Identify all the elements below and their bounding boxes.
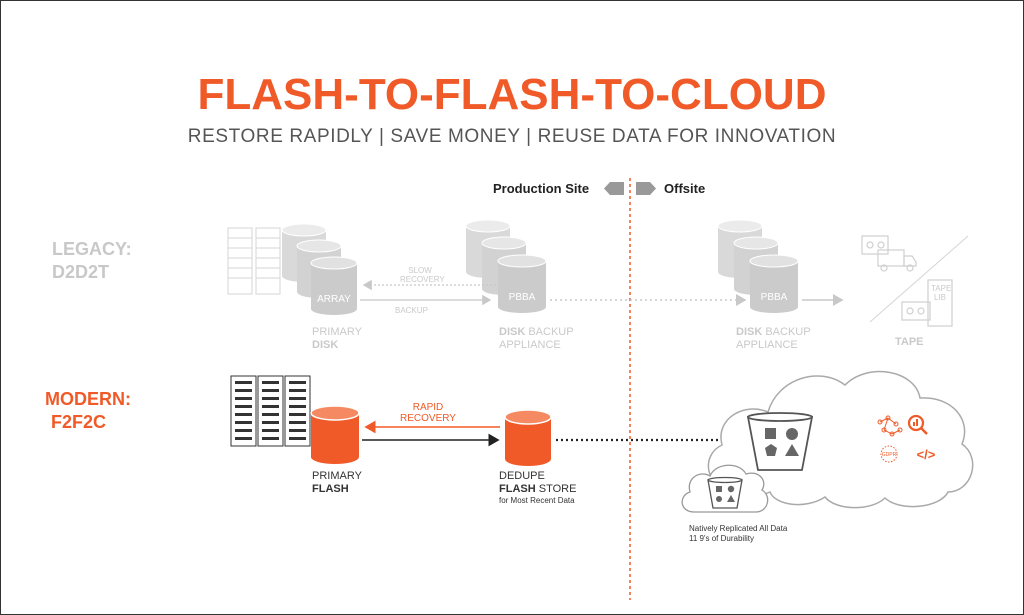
legacy-pbba-cylinders	[465, 219, 547, 313]
primary-flash-caption: PRIMARY FLASH	[312, 470, 362, 496]
legacy-label-line2: D2D2T	[52, 262, 110, 282]
offsite-pbba-label: PBBA	[761, 292, 788, 303]
modern-label-line2: F2F2C	[51, 412, 107, 432]
code-icon: </>	[917, 447, 936, 462]
offsite-dba-bold: DISK	[736, 326, 763, 338]
rack-slot	[262, 421, 279, 424]
disk-backup-appliance-caption: DISK BACKUP APPLIANCE	[499, 326, 574, 352]
dba-rest: BACKUP	[525, 326, 574, 338]
rack-slot	[235, 381, 252, 384]
rack-slot	[235, 421, 252, 424]
dedupe-line1: DEDUPE	[499, 470, 545, 482]
rack-slot	[262, 413, 279, 416]
rack-slot	[289, 389, 306, 392]
offsite-label: Offsite	[664, 181, 706, 196]
rack-slot	[262, 437, 279, 440]
rack-slot	[289, 429, 306, 432]
rack-slot	[262, 389, 279, 392]
flash-bold: FLASH	[499, 483, 536, 495]
backup-label: BACKUP	[395, 306, 428, 315]
gdpr-text: GDPR	[882, 452, 897, 458]
tape-lib-line1: TAPE	[931, 284, 952, 293]
rack-slot	[289, 413, 306, 416]
modern-label: MODERN: F2F2C	[45, 388, 131, 434]
tape-truck-icon	[861, 235, 917, 272]
primary-disk-line1: PRIMARY	[312, 326, 362, 338]
cylinder	[749, 254, 799, 313]
modern-server-racks	[230, 375, 311, 447]
rack-slot	[289, 397, 306, 400]
rack-slot	[289, 405, 306, 408]
rack-slot	[235, 405, 252, 408]
offsite-disk-backup-caption: DISK BACKUP APPLIANCE	[736, 326, 811, 352]
rack-slot	[235, 437, 252, 440]
legacy-array-cylinders	[281, 223, 358, 315]
primary-flash-cylinder	[310, 405, 360, 464]
dedupe-flash-caption: DEDUPE FLASH STORE for Most Recent Data	[499, 470, 576, 506]
primary-flash-line2: FLASH	[312, 483, 349, 495]
rack-slot	[235, 389, 252, 392]
site-divider	[604, 178, 656, 600]
slow-recovery-line1: SLOW	[408, 266, 432, 275]
array-label: ARRAY	[317, 294, 351, 305]
slow-recovery-label: SLOW RECOVERY	[400, 266, 445, 284]
replication-caption: Natively Replicated All Data 11 9's of D…	[689, 524, 787, 544]
tape-divider-line	[869, 235, 969, 323]
magnify-analytics-icon	[907, 414, 928, 435]
gdpr-icon: GDPR	[880, 445, 898, 463]
production-site-label: Production Site	[493, 181, 590, 196]
primary-disk-caption: PRIMARY DISK	[312, 326, 362, 352]
cylinder	[310, 256, 358, 315]
rack-slot	[289, 381, 306, 384]
rack-slot	[262, 397, 279, 400]
main-cloud	[707, 370, 974, 509]
tape-caption: TAPE	[895, 336, 924, 348]
offsite-dba-line2: APPLIANCE	[736, 339, 798, 351]
dba-bold: DISK	[499, 326, 526, 338]
diagram-subtitle: RESTORE RAPIDLY | SAVE MONEY | REUSE DAT…	[187, 126, 837, 147]
rapid-recovery-label: RAPID RECOVERY	[396, 402, 460, 424]
rack-slot	[262, 381, 279, 384]
rack-slot	[262, 429, 279, 432]
rapid-recovery-line1: RAPID	[412, 402, 444, 413]
legacy-label: LEGACY: D2D2T	[52, 238, 132, 284]
replica-bucket-icon	[707, 476, 743, 509]
legacy-server-racks	[227, 227, 281, 295]
data-network-icon	[877, 415, 903, 437]
tape-lib-label: TAPE LIB	[931, 284, 952, 302]
offsite-dba-rest: BACKUP	[762, 326, 811, 338]
diagram-title: FLASH-TO-FLASH-TO-CLOUD	[197, 70, 827, 119]
rack-slot	[235, 413, 252, 416]
dedupe-flash-cylinder	[504, 409, 552, 466]
modern-rack-slots	[235, 381, 306, 440]
rack-slot	[289, 421, 306, 424]
cloud-bucket-icon	[746, 412, 814, 471]
legacy-arrows	[360, 279, 844, 306]
legacy-label-line1: LEGACY:	[52, 239, 132, 259]
tape-library-icon	[901, 279, 953, 327]
offsite-pbba-cylinders	[717, 219, 799, 313]
modern-label-line1: MODERN:	[45, 389, 131, 409]
primary-flash-line1: PRIMARY	[312, 470, 362, 482]
cylinder	[497, 254, 547, 313]
rack-slot	[235, 429, 252, 432]
primary-disk-line2: DISK	[312, 339, 339, 351]
replication-line1: Natively Replicated All Data	[689, 524, 788, 533]
pbba-label: PBBA	[509, 292, 536, 303]
rack-slot	[235, 397, 252, 400]
rapid-recovery-line2: RECOVERY	[400, 413, 456, 424]
dba-line2: APPLIANCE	[499, 339, 561, 351]
tape-lib-line2: LIB	[933, 293, 946, 302]
rack-slot	[289, 437, 306, 440]
recent-data-note: for Most Recent Data	[499, 496, 575, 505]
flash-rest: STORE	[535, 483, 577, 495]
slow-recovery-line2: RECOVERY	[400, 275, 445, 284]
durability-line: 11 9's of Durability	[689, 534, 754, 543]
rack-slot	[262, 405, 279, 408]
